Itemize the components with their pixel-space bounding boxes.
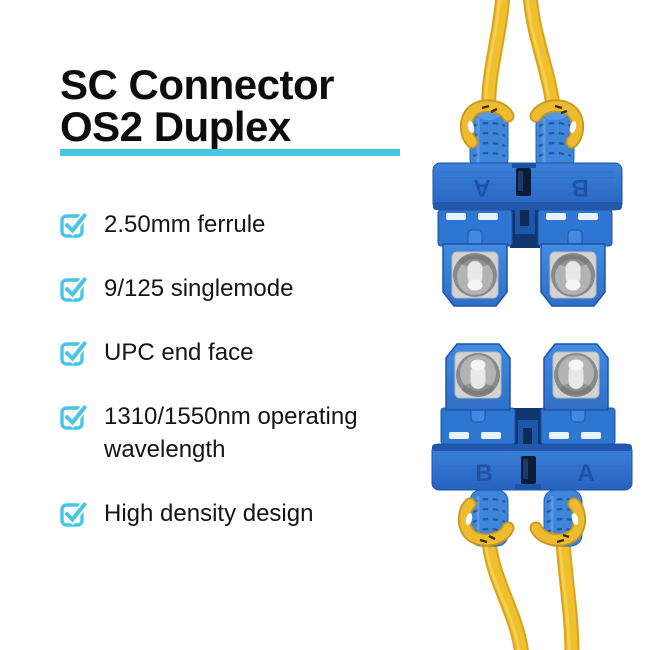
title-underline (60, 149, 400, 156)
page-title: SC Connector OS2 Duplex (60, 64, 440, 148)
connector-body (440, 405, 616, 445)
feature-list: 2.50mm ferrule 9/125 singlemode UPC end … (60, 208, 415, 561)
feature-label: 2.50mm ferrule (104, 211, 266, 238)
feature-label: 9/125 singlemode (104, 275, 294, 302)
bottom-connector-photo: B A (431, 343, 633, 650)
checkbox-icon (60, 405, 88, 430)
page-title-line1: SC Connector (60, 61, 335, 108)
cable-tie-flag (459, 99, 585, 149)
feature-label: UPC end face (104, 339, 254, 366)
sc-ferrule-front (442, 243, 606, 307)
list-item: 1310/1550nm operating wavelength (60, 400, 415, 466)
feature-label: 1310/1550nm operating wavelength (104, 403, 358, 463)
list-item: High density design (60, 497, 415, 530)
duplex-clip: A B (432, 162, 623, 211)
duplex-clip: B A (431, 443, 633, 491)
polarity-letter: B (475, 460, 492, 487)
cable-tie-flag (457, 497, 587, 547)
connector-body (437, 209, 613, 248)
checkbox-icon (60, 213, 88, 238)
fiber-cable (481, 534, 580, 650)
polarity-letter: B (571, 174, 588, 201)
checkbox-icon (60, 341, 88, 366)
list-item: UPC end face (60, 336, 415, 369)
feature-label: High density design (104, 500, 314, 527)
fiber-cable (481, 0, 562, 126)
top-connector-photo: A B (432, 0, 623, 307)
sc-ferrule-front (445, 343, 609, 411)
checkbox-icon (60, 502, 88, 527)
page-title-line2: OS2 Duplex (60, 103, 291, 150)
polarity-letter: A (473, 174, 490, 201)
checkbox-icon (60, 277, 88, 302)
product-photo: A B (431, 0, 633, 650)
list-item: 9/125 singlemode (60, 272, 415, 305)
polarity-letter: A (577, 460, 594, 487)
list-item: 2.50mm ferrule (60, 208, 415, 241)
strain-relief-boot (469, 108, 575, 171)
